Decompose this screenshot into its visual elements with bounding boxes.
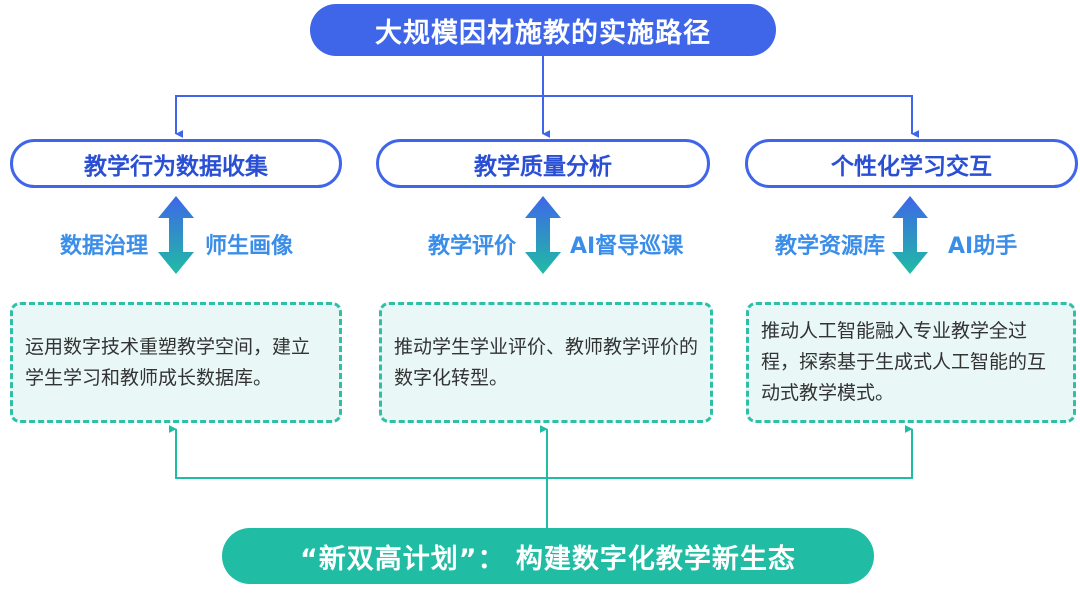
pillar-3-sub-left: 教学资源库 xyxy=(774,234,885,259)
pillar-2-description-text: 推动学生学业评价、教师教学评价的数字化转型。 xyxy=(394,335,699,389)
double-arrow-icon xyxy=(158,196,194,274)
pillar-1-sub-right: 师生画像 xyxy=(205,234,294,259)
connector-bottom-left xyxy=(168,425,547,479)
pillar-1-sub-left: 数据治理 xyxy=(59,234,148,259)
pillar-3-label: 个性化学习交互 xyxy=(745,139,1078,188)
pillar-3-description: 推动人工智能融入专业教学全过程，探索基于生成式人工智能的互动式教学模式。 xyxy=(746,302,1076,423)
pillar-2-sub-right: AI督导巡课 xyxy=(570,234,684,259)
pillar-3-description-text: 推动人工智能融入专业教学全过程，探索基于生成式人工智能的互动式教学模式。 xyxy=(761,320,1047,404)
pillar-1-description-text: 运用数字技术重塑教学空间，建立学生学习和教师成长数据库。 xyxy=(25,335,311,389)
pillar-1-label: 教学行为数据收集 xyxy=(10,139,342,188)
connector-bottom-right xyxy=(547,425,913,479)
double-arrow-icon xyxy=(892,196,928,274)
bottom-title: “新双高计划”： 构建数字化教学新生态 xyxy=(222,528,874,584)
double-arrow-icon xyxy=(525,196,561,274)
connector-top-left xyxy=(175,95,543,138)
pillar-2-description: 推动学生学业评价、教师教学评价的数字化转型。 xyxy=(379,302,713,423)
pillar-3-sub-right: AI助手 xyxy=(948,234,1018,259)
pillar-1-description: 运用数字技术重塑教学空间，建立学生学习和教师成长数据库。 xyxy=(10,302,342,423)
pillar-2-sub-left: 教学评价 xyxy=(427,234,516,259)
pillar-2-label: 教学质量分析 xyxy=(376,139,710,188)
diagram-title: 大规模因材施教的实施路径 xyxy=(310,4,776,56)
connector-top-right xyxy=(543,95,920,138)
